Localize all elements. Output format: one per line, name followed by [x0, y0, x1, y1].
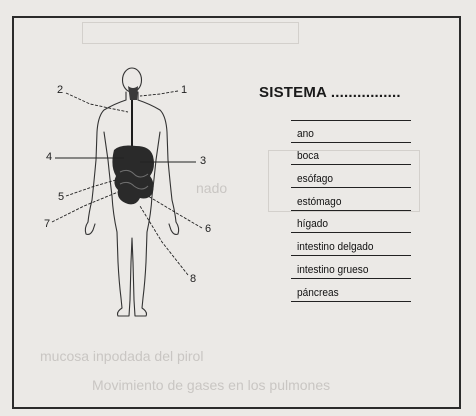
leader-line-5: [66, 180, 116, 196]
word-row: páncreas: [291, 279, 411, 302]
callout-2: 2: [57, 84, 63, 96]
word-estomago: estómago: [297, 196, 341, 208]
word-list: ano boca esófago estómago hígado intesti…: [291, 120, 411, 302]
callout-3: 3: [200, 155, 206, 167]
word-pancreas: páncreas: [297, 287, 339, 299]
callout-7: 7: [44, 218, 50, 230]
left-hand: [85, 222, 95, 235]
word-row: hígado: [291, 211, 411, 234]
word-row: estómago: [291, 188, 411, 211]
word-ano: ano: [297, 128, 314, 140]
word-higado: hígado: [297, 218, 328, 230]
callout-5: 5: [58, 191, 64, 203]
callout-4: 4: [46, 151, 52, 163]
word-row: intestino delgado: [291, 233, 411, 256]
word-intestino-delgado: intestino delgado: [297, 241, 374, 253]
digestive-organs: [112, 146, 154, 205]
word-esofago: esófago: [297, 173, 333, 185]
mouth-mark: [128, 86, 138, 100]
leader-line-1: [140, 91, 178, 96]
callout-8: 8: [190, 273, 196, 285]
word-row: intestino grueso: [291, 256, 411, 279]
word-row: boca: [291, 143, 411, 166]
word-row: esófago: [291, 165, 411, 188]
system-title: SISTEMA ................: [259, 84, 401, 101]
word-row: ano: [291, 120, 411, 143]
word-intestino-grueso: intestino grueso: [297, 264, 368, 276]
right-hand: [169, 222, 179, 235]
callout-6: 6: [205, 223, 211, 235]
word-boca: boca: [297, 150, 319, 162]
callout-1: 1: [181, 84, 187, 96]
